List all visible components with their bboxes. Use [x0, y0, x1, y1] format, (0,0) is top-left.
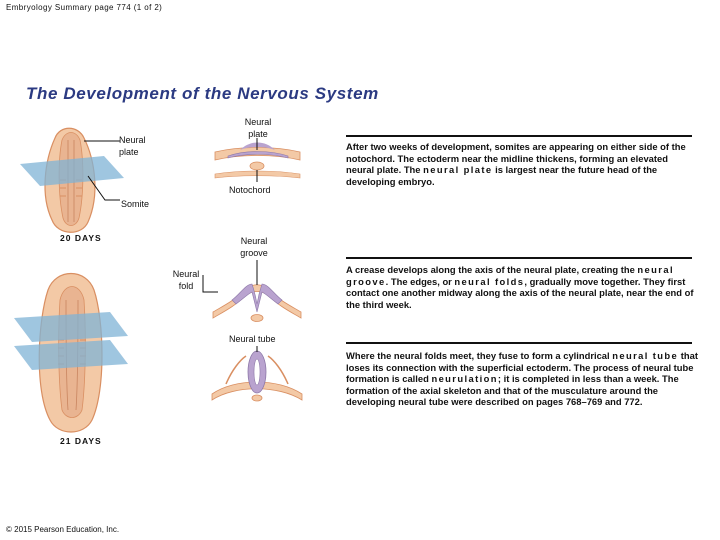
notochord-shape: [249, 161, 265, 171]
term-neurulation: neurulation: [431, 373, 498, 385]
paragraph-text: A crease develops along the axis of the …: [346, 264, 638, 275]
section-plane: [20, 156, 124, 186]
paragraph-text: After two weeks of development, somites …: [346, 141, 686, 176]
paragraph-neural-groove: A crease develops along the axis of the …: [346, 264, 698, 310]
days-21-label: 21 DAYS: [60, 436, 102, 446]
embryo-20-days-illustration: [20, 127, 124, 233]
section-rule-2: [346, 257, 692, 259]
neural-plate-label-left: Neural plate: [119, 135, 146, 157]
section-rule-1: [346, 135, 692, 137]
term-neural-plate: neural plate: [423, 164, 493, 176]
paragraph-neural-tube: Where the neural folds meet, they fuse t…: [346, 350, 698, 408]
days-20-label: 20 DAYS: [60, 233, 102, 243]
cross-section-neural-tube: [211, 346, 303, 402]
neural-groove-label: Neural groove: [240, 236, 268, 258]
paragraph-text: that loses its connection with the super…: [346, 350, 698, 385]
cross-section-neural-plate: [214, 138, 301, 182]
neural-plate-label-top: Neural plate: [244, 117, 272, 139]
term-neural-tube: neural tube: [612, 350, 679, 361]
paragraph-text: is largest near the future head of the d…: [346, 164, 658, 187]
page-title: The Development of the Nervous System: [26, 84, 379, 103]
paragraph-text: Where the neural folds meet, they fuse t…: [346, 350, 613, 361]
embryo-21-days-illustration: [14, 273, 128, 433]
neural-tube-label: Neural tube: [229, 334, 276, 344]
paragraph-text: , gradually move together. They first co…: [346, 275, 694, 310]
notochord-label: Notochord: [229, 185, 271, 195]
term-neural-groove: neural groove: [346, 264, 674, 287]
section-rule-3: [346, 342, 692, 344]
somite-label: Somite: [121, 199, 150, 209]
term-neural-folds: neural folds: [454, 275, 525, 287]
paragraph-text: ; it is completed in less than a week. T…: [346, 373, 679, 408]
section-plane-lower: [14, 340, 128, 370]
neural-fold-label: Neural fold: [172, 269, 200, 291]
paragraph-text: . The edges, or: [385, 275, 455, 287]
page-header: Embryology Summary page 774 (1 of 2): [6, 3, 163, 12]
paragraph-neural-plate: After two weeks of development, somites …: [346, 141, 698, 187]
cross-section-neural-groove: [202, 260, 302, 322]
section-plane-upper: [14, 312, 128, 342]
copyright-footer: © 2015 Pearson Education, Inc.: [6, 525, 120, 534]
